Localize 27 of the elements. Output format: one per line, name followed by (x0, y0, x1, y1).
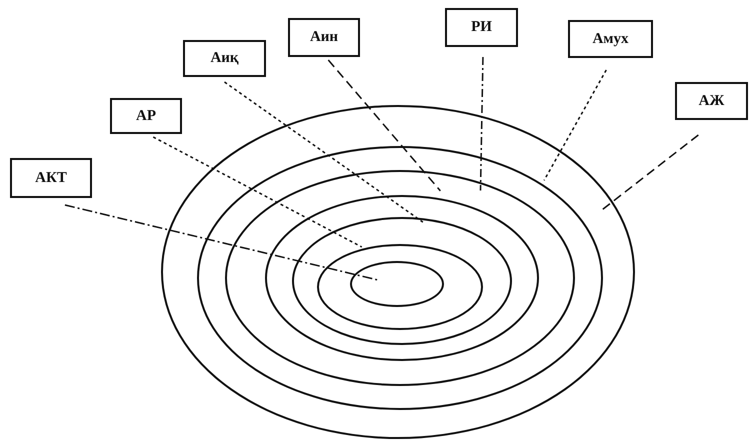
ellipse-ring (317, 244, 483, 330)
label-box (183, 40, 266, 77)
label-text: Аин (310, 29, 338, 46)
ellipse-ring (292, 217, 512, 345)
ellipse-ring (197, 146, 603, 410)
leader-line (543, 70, 607, 181)
label-text: АР (136, 108, 156, 124)
leader-line (152, 136, 362, 248)
label-box (110, 98, 182, 134)
label-box (288, 18, 360, 57)
label-box (568, 20, 653, 58)
label-box (445, 8, 518, 47)
ellipse-ring (161, 105, 635, 439)
label-text: Амух (592, 30, 629, 48)
ellipse-ring (350, 261, 444, 307)
label-text: АЖ (698, 92, 724, 110)
label-text: АКТ (35, 170, 67, 186)
leader-line (64, 204, 378, 281)
label-text: Аиқ (210, 50, 239, 67)
leader-line (328, 60, 441, 192)
leader-line (480, 56, 484, 191)
label-box (10, 158, 92, 198)
leader-line (224, 81, 424, 223)
label-box (675, 82, 748, 120)
ellipse-ring (265, 195, 539, 361)
label-text: РИ (471, 19, 492, 36)
ellipse-ring (225, 170, 575, 386)
